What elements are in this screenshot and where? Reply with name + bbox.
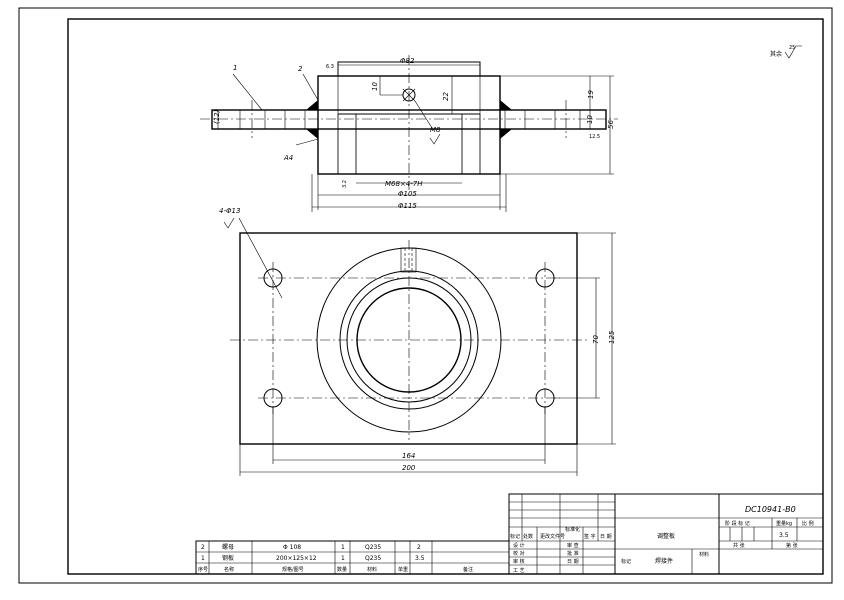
hub-hatch-left	[317, 75, 339, 175]
drawing-number: DC10941-B0	[745, 505, 796, 514]
row1-spec: 200×125×12	[276, 555, 317, 562]
hub-thread-hatch-right	[461, 113, 481, 175]
left-label: 标记	[621, 558, 631, 565]
hdr-weight: 单重	[398, 566, 408, 573]
row2-qty: 1	[341, 544, 345, 551]
role-design: 设 计	[513, 542, 525, 549]
scale-header: 比 例	[802, 520, 814, 527]
weld-right-icon	[500, 100, 512, 110]
inner-frame	[67, 18, 824, 575]
row1-weight: 3.5	[415, 555, 425, 562]
weight-value: 3.5	[779, 532, 789, 539]
hub-thread-hatch-left	[337, 113, 357, 175]
rev-mark: 标记	[510, 533, 520, 540]
dim-phi115: Φ115	[398, 202, 417, 210]
role-review: 审 核	[513, 558, 525, 565]
material-label: 材料	[699, 551, 709, 558]
set-screw-boss	[400, 247, 417, 273]
role-audit: 审 查	[567, 542, 579, 549]
hdr-name: 名称	[224, 566, 234, 573]
hub-hatch-right	[479, 75, 501, 175]
dim-200: 200	[402, 464, 416, 472]
dim-22: 22	[442, 92, 450, 101]
role-process: 工 艺	[513, 568, 525, 574]
parts-list: 2 螺母 Φ 108 1 Q235 2 1 钢板 200×125×12 1 Q2…	[195, 540, 510, 575]
row2-no: 2	[201, 544, 205, 551]
plate-hatch-left	[239, 109, 266, 130]
row1-no: 1	[201, 555, 205, 562]
roughness-note: 其余	[770, 50, 782, 58]
dim-12: (12)	[213, 109, 221, 124]
part-name: 调整板	[657, 532, 675, 540]
roughness-m8-icon	[429, 133, 441, 145]
rev-sign: 签 字	[584, 533, 596, 540]
dim-3-2: 3.2	[342, 180, 348, 188]
hdr-no: 序号	[198, 566, 208, 573]
row1-name: 钢板	[222, 554, 234, 562]
section-view: 1 2 Φ82 6.3 10 22 M8 19 56 10 12.5 (12) …	[200, 55, 618, 212]
rev-count: 处数	[523, 533, 533, 540]
balloon-1: 1	[233, 64, 237, 72]
plate-hatch-inner-right	[504, 109, 526, 130]
rev-date: 日 期	[600, 534, 612, 540]
plate-hatch-right	[554, 109, 581, 130]
role-standard: 标准化	[565, 526, 580, 533]
rev-docno: 更改文件号	[540, 533, 565, 540]
hdr-note: 备注	[463, 566, 473, 573]
role-date: 日 期	[567, 559, 579, 565]
dim-10-right: 10	[586, 115, 594, 124]
hdr-spec: 规格/图号	[282, 566, 304, 573]
hole-callout: 4-Φ13	[219, 207, 240, 215]
role-check: 校 对	[513, 550, 525, 557]
row2-spec: Φ 108	[283, 544, 301, 551]
plate-hatch-inner-left	[284, 109, 306, 130]
row2-material: Q235	[365, 544, 381, 551]
dim-164: 164	[402, 452, 415, 460]
dim-phi82: Φ82	[400, 57, 415, 65]
hdr-material: 材料	[367, 566, 377, 573]
hdr-qty: 数量	[337, 566, 347, 573]
weld-a4: A4	[283, 154, 293, 162]
thread-callout: M68×4-7H	[385, 180, 423, 188]
title-block: 标记 处数 更改文件号 签 字 日 期 设 计 校 对 审 核 工 艺 标准化 …	[508, 493, 824, 575]
row1-qty: 1	[341, 555, 345, 562]
roughness-value: 25	[789, 45, 795, 51]
dim-19: 19	[587, 90, 595, 99]
ra-6-3: 6.3	[326, 64, 334, 70]
roughness-symbol-icon	[784, 45, 802, 59]
dim-70: 70	[592, 335, 600, 344]
stage-header: 阶 段 标 记	[725, 520, 750, 527]
ra-12-5: 12.5	[589, 134, 600, 140]
sheet-index: 第 张	[786, 542, 798, 549]
row2-name: 螺母	[222, 543, 234, 551]
weld-left-icon	[306, 100, 318, 110]
row1-material: Q235	[365, 555, 381, 562]
dim-10: 10	[371, 82, 379, 91]
dim-phi105: Φ105	[398, 190, 417, 198]
roughness-hole-icon	[223, 217, 235, 229]
dim-m8: M8	[430, 126, 441, 134]
row2-weight: 2	[417, 544, 421, 551]
plan-view: 4-Φ13 70 125 164 200	[219, 207, 616, 476]
weight-header: 重量kg	[776, 520, 792, 527]
plate-outline	[239, 232, 578, 445]
role-approve: 批 准	[567, 550, 579, 557]
outer-frame	[18, 7, 833, 584]
balloon-2: 2	[298, 65, 303, 73]
assembly-label: 焊接件	[655, 557, 673, 565]
dim-125: 125	[608, 330, 616, 344]
sheet-total: 共 张	[733, 542, 745, 549]
dim-56: 56	[607, 120, 615, 129]
